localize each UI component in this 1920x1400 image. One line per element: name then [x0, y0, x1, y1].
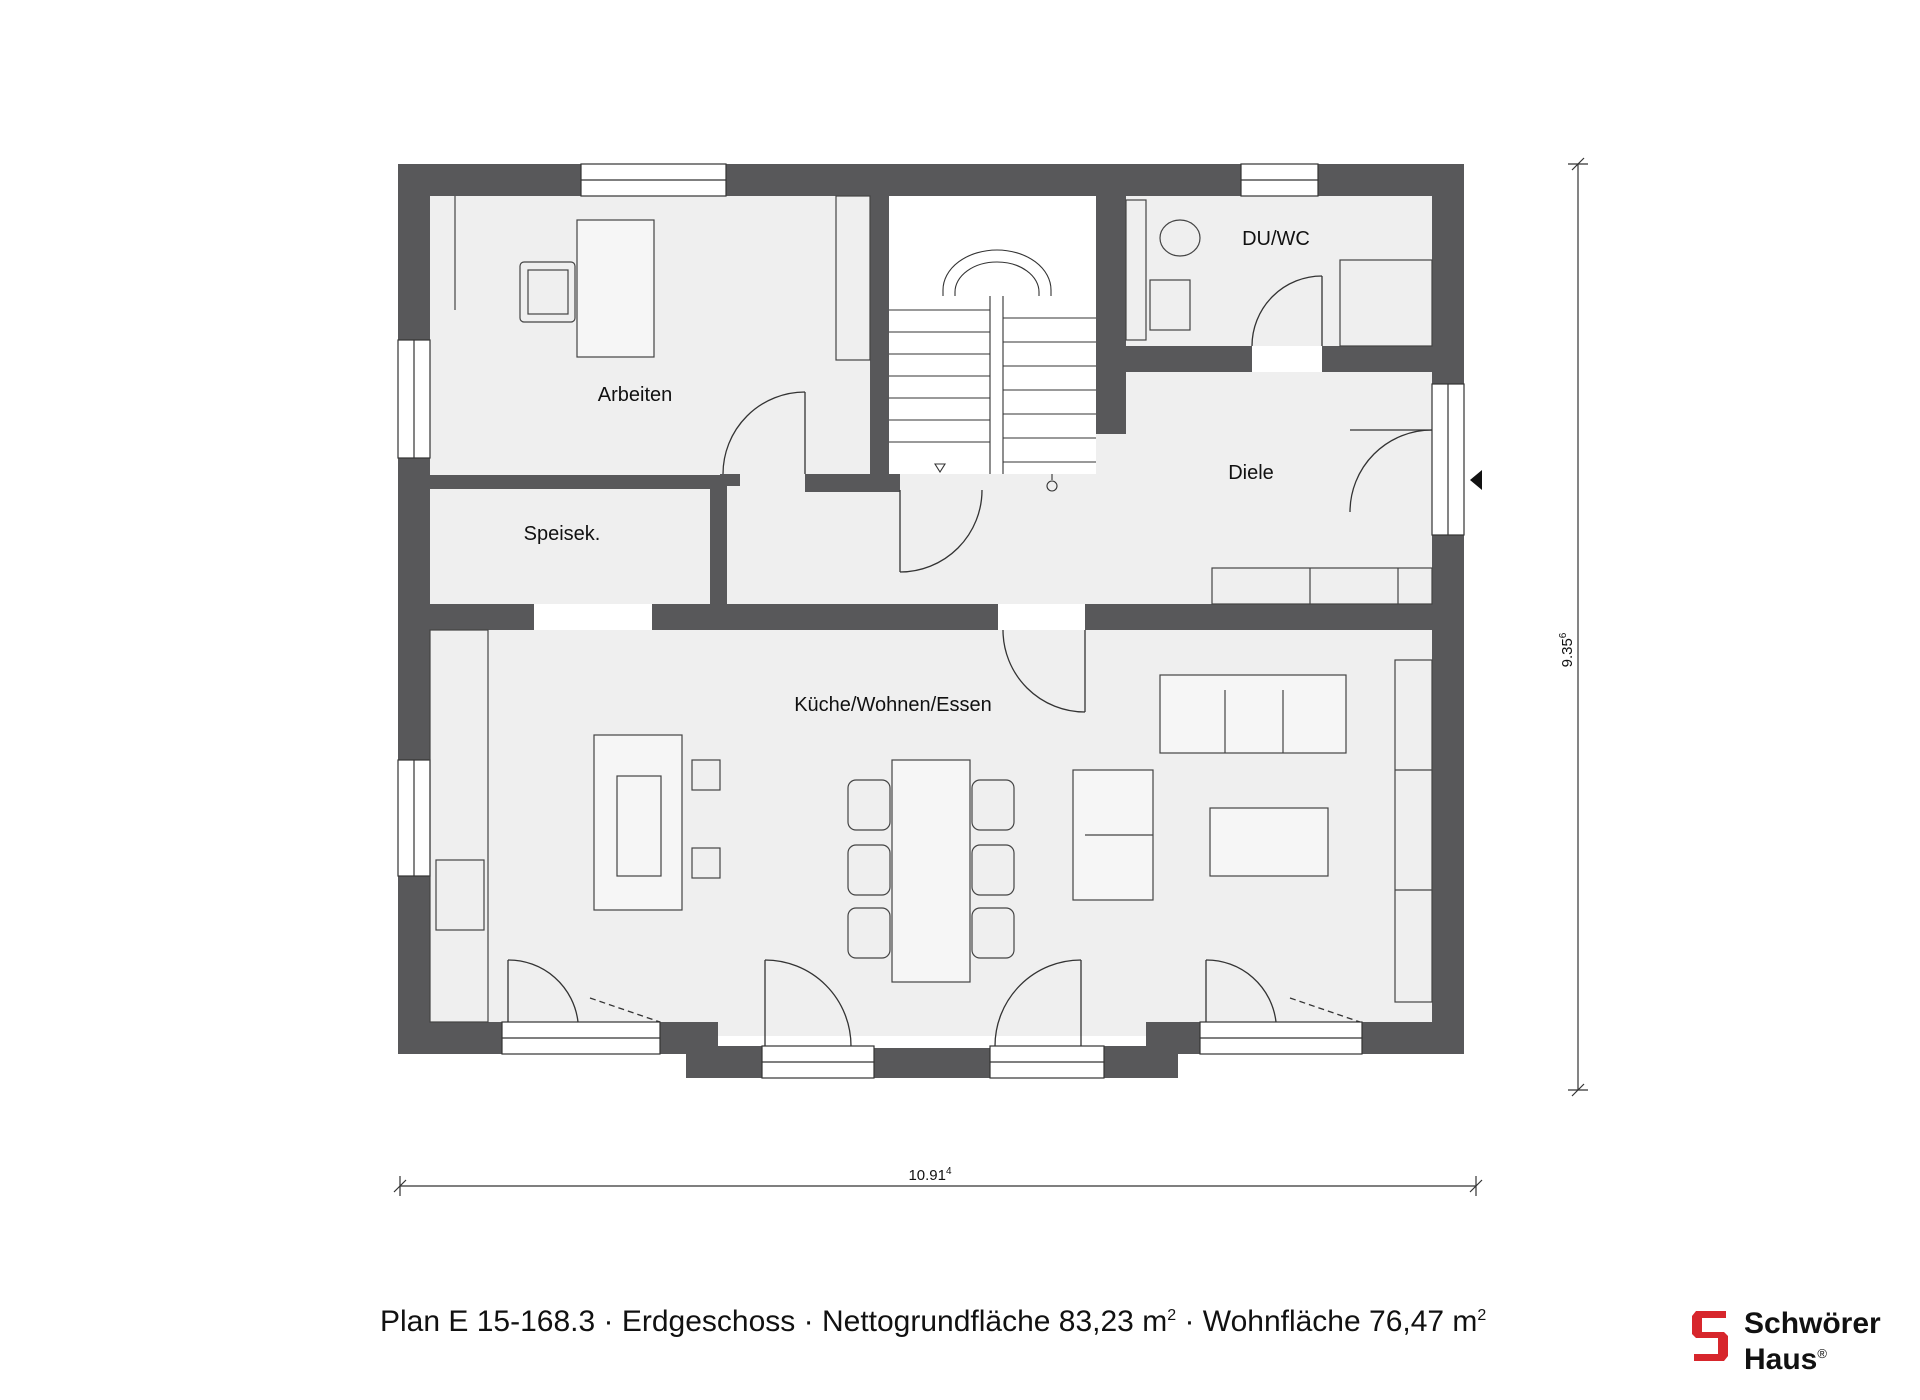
outer-walls	[398, 164, 1464, 1078]
brand-line-1: Schwörer	[1744, 1307, 1881, 1340]
caption-separator: ·	[803, 1305, 814, 1338]
caption-separator: ·	[1184, 1305, 1195, 1338]
room-label-speisek: Speisek.	[524, 523, 601, 545]
height-dimension-label: 9.356	[1558, 632, 1576, 667]
door-openings	[534, 346, 1322, 630]
caption-separator: ·	[603, 1305, 614, 1338]
entrance-arrow-icon	[1470, 470, 1482, 490]
furniture	[429, 195, 1433, 1023]
height-dimension	[1568, 157, 1588, 1097]
windows	[397, 163, 1465, 1079]
room-label-diele: Diele	[1228, 462, 1274, 484]
room-label-arbeiten: Arbeiten	[598, 384, 673, 406]
width-dimension	[393, 1176, 1483, 1196]
width-dimension-label: 10.914	[908, 1166, 952, 1184]
living-area: Wohnfläche 76,47 m2	[1202, 1305, 1487, 1338]
net-area: Nettogrundfläche 83,23 m2	[821, 1305, 1177, 1338]
room-label-duwc: DU/WC	[1242, 228, 1310, 250]
doors	[507, 275, 1433, 1047]
plan-caption: Plan E 15-168.3 · Erdgeschoss · Nettogru…	[380, 1305, 1486, 1339]
plan-number: Plan E 15-168.3	[380, 1305, 596, 1338]
inner-walls	[430, 196, 1432, 630]
staircase	[889, 196, 1096, 492]
floor-name: Erdgeschoss	[621, 1305, 796, 1338]
room-label-kueche: Küche/Wohnen/Essen	[794, 694, 992, 716]
brand-s-logo-icon	[1692, 1311, 1728, 1361]
brand-line-2: Haus®	[1744, 1343, 1827, 1376]
brand-logo: Schwörer Haus®	[1688, 1305, 1908, 1375]
